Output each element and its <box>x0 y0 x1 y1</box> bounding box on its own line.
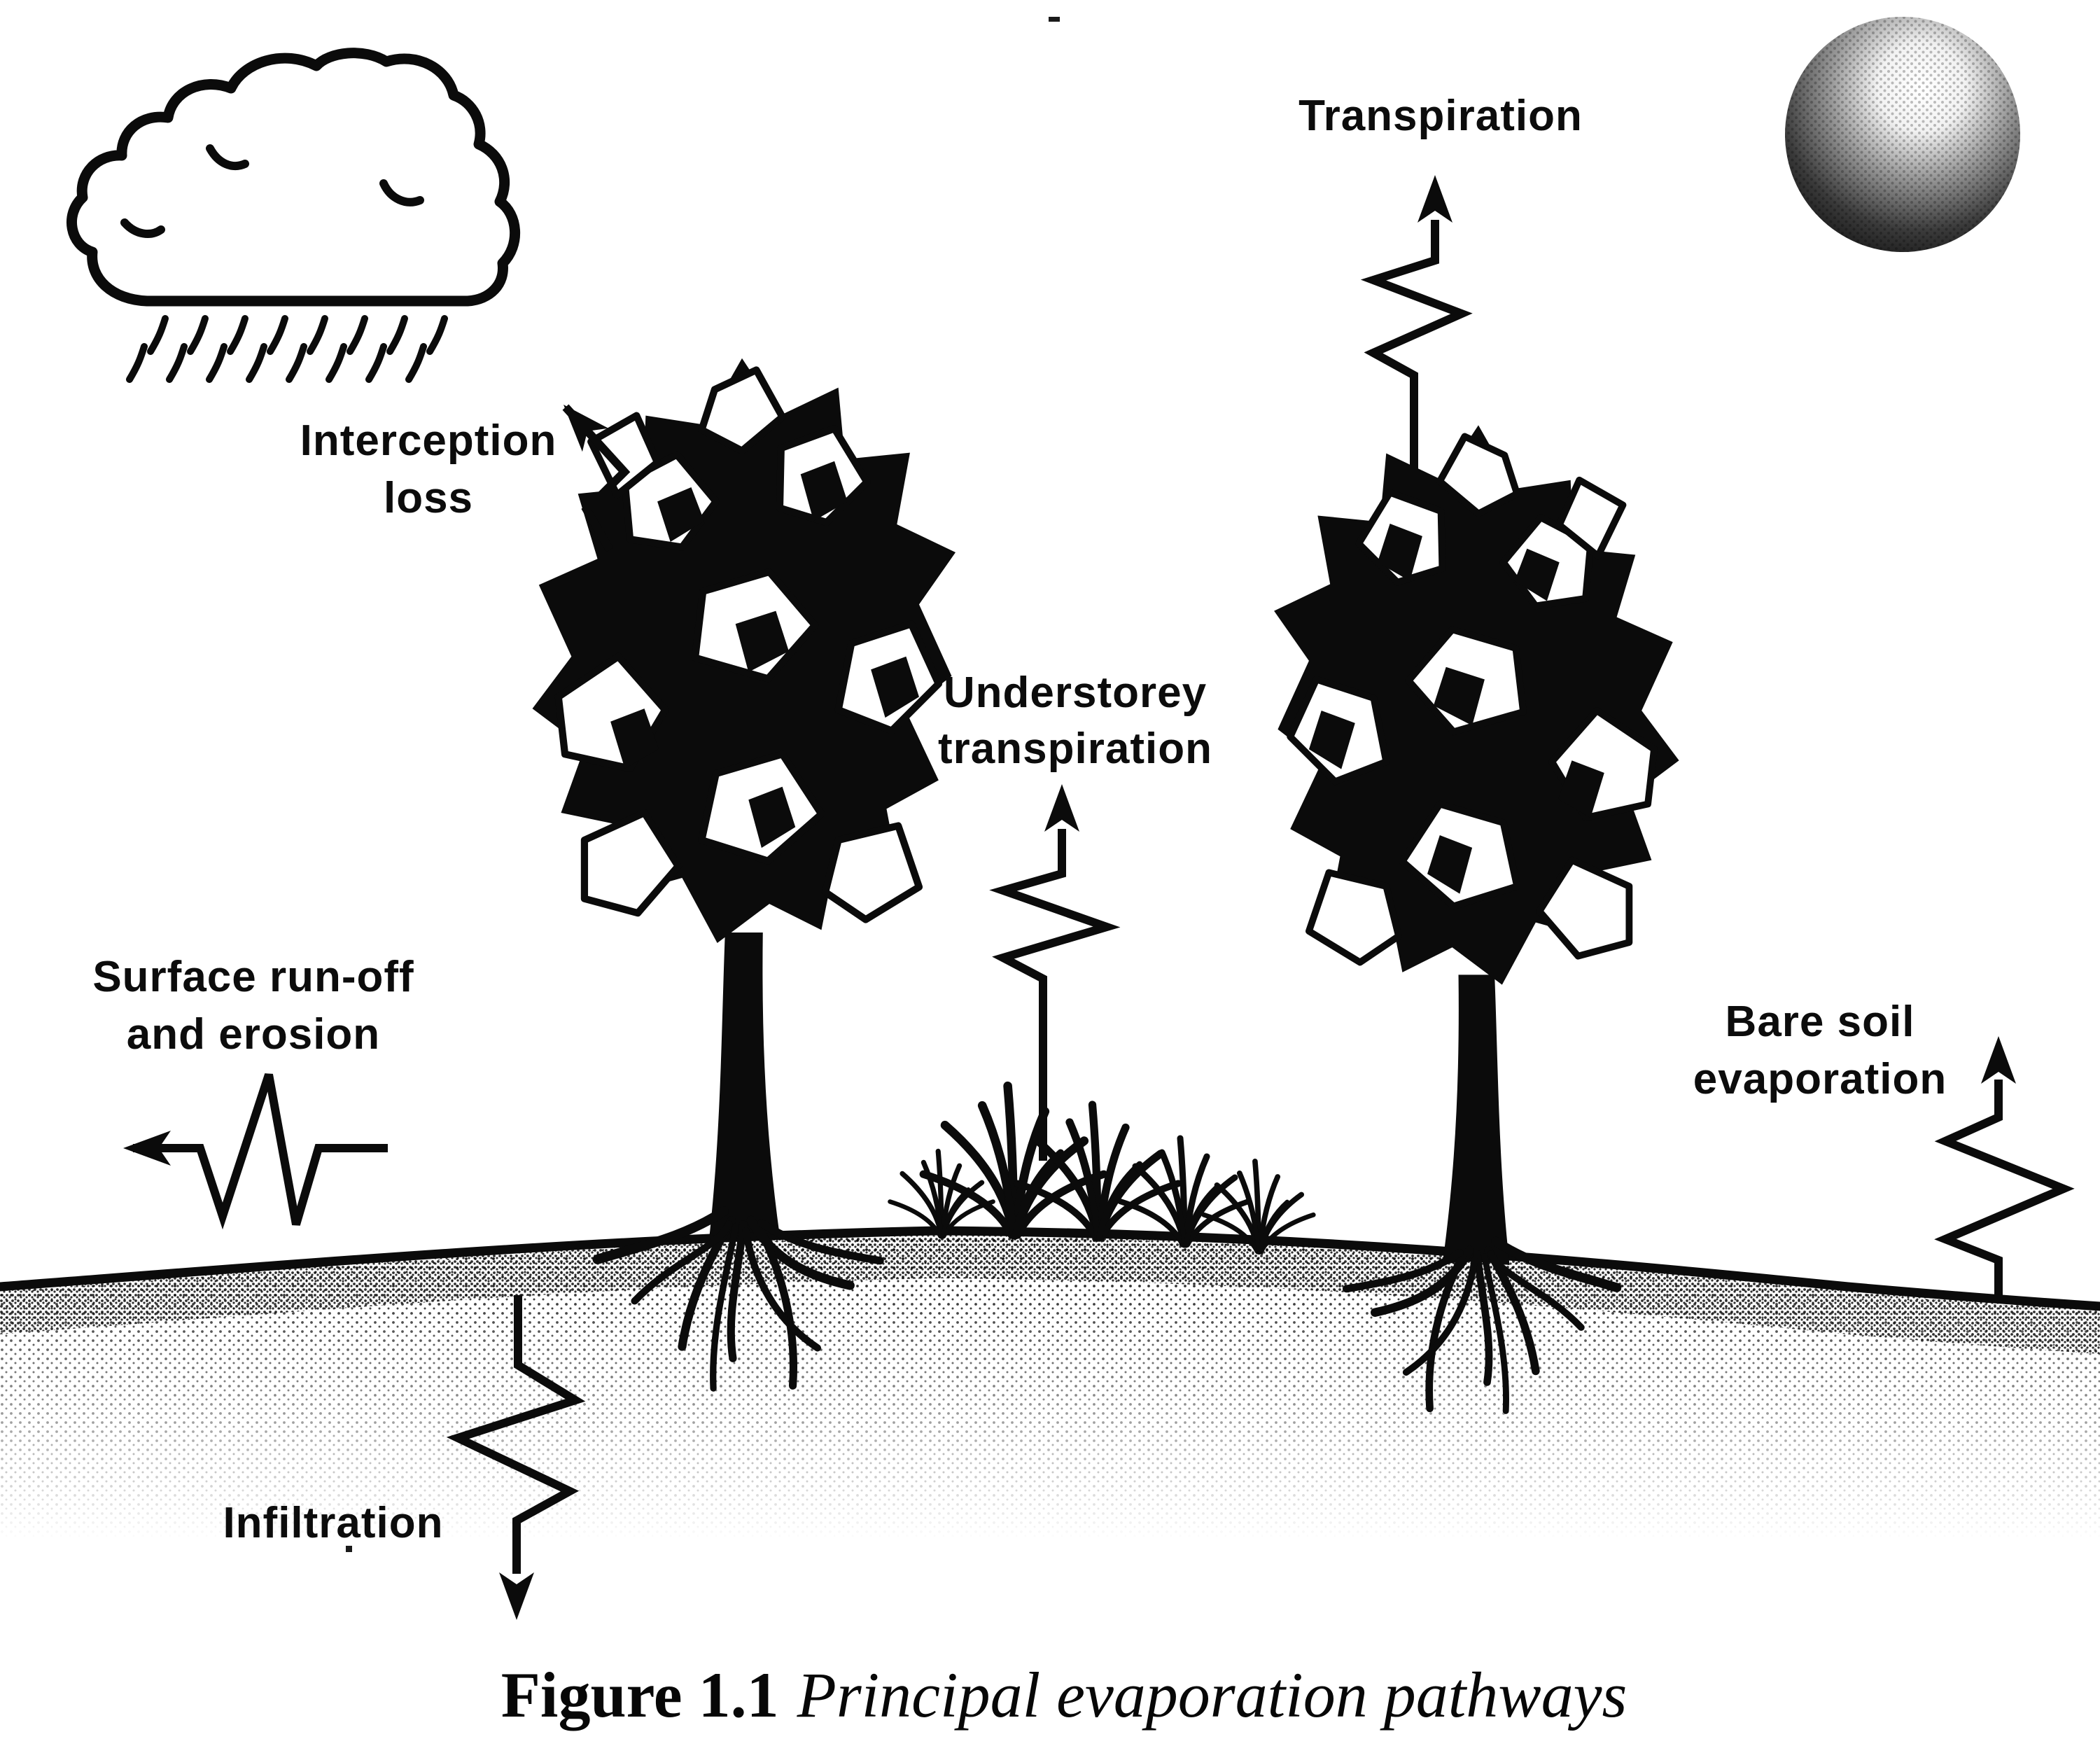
infiltration-arrow <box>446 1295 586 1620</box>
runoff-label-line1: Surface run-off <box>92 953 414 1001</box>
soil-stipple-dense-strip <box>0 1235 2100 1354</box>
rain-slashes <box>130 319 444 379</box>
bare-soil-evaporation-label: Bare soil evaporation <box>1693 998 1947 1103</box>
cloud-outline <box>66 48 521 307</box>
grass-tuft <box>1120 1138 1249 1245</box>
sun-halftone-texture <box>1785 17 2020 252</box>
interception-label-line1: Interception <box>300 417 557 465</box>
figure-caption-number: Figure 1.1 <box>501 1659 779 1731</box>
bare-soil-label-line2: evaporation <box>1693 1055 1947 1103</box>
infiltration-label: Infiltration <box>223 1499 443 1547</box>
figure-caption: Figure 1.1 Principal evaporation pathway… <box>501 1659 1628 1731</box>
bare-soil-evaporation-arrow <box>1934 1036 2075 1301</box>
understorey-label-line1: Understorey <box>944 669 1207 717</box>
understorey-label-line2: transpiration <box>938 725 1212 773</box>
print-artifact-dash <box>1049 17 1060 22</box>
rain-cloud-icon <box>66 48 521 379</box>
runoff-label-line2: and erosion <box>127 1010 380 1059</box>
transpiration-label: Transpiration <box>1298 92 1583 140</box>
interception-loss-label: Interception loss <box>300 417 557 522</box>
interception-label-line2: loss <box>384 474 473 522</box>
cloud-inner-hooks <box>120 144 424 238</box>
bare-soil-label-line1: Bare soil <box>1726 998 1915 1046</box>
sun-icon <box>1785 17 2020 252</box>
print-artifact-dot <box>346 1546 352 1552</box>
understorey-transpiration-label: Understorey transpiration <box>938 669 1212 773</box>
interception-loss-arrow <box>550 393 631 552</box>
understorey-transpiration-arrow <box>989 784 1121 1161</box>
surface-runoff-arrow <box>123 1073 388 1230</box>
ground-line <box>0 1226 2100 1311</box>
figure-caption-title: Principal evaporation pathways <box>797 1659 1628 1731</box>
transpiration-arrow <box>1360 175 1473 470</box>
surface-runoff-label: Surface run-off and erosion <box>92 953 414 1059</box>
